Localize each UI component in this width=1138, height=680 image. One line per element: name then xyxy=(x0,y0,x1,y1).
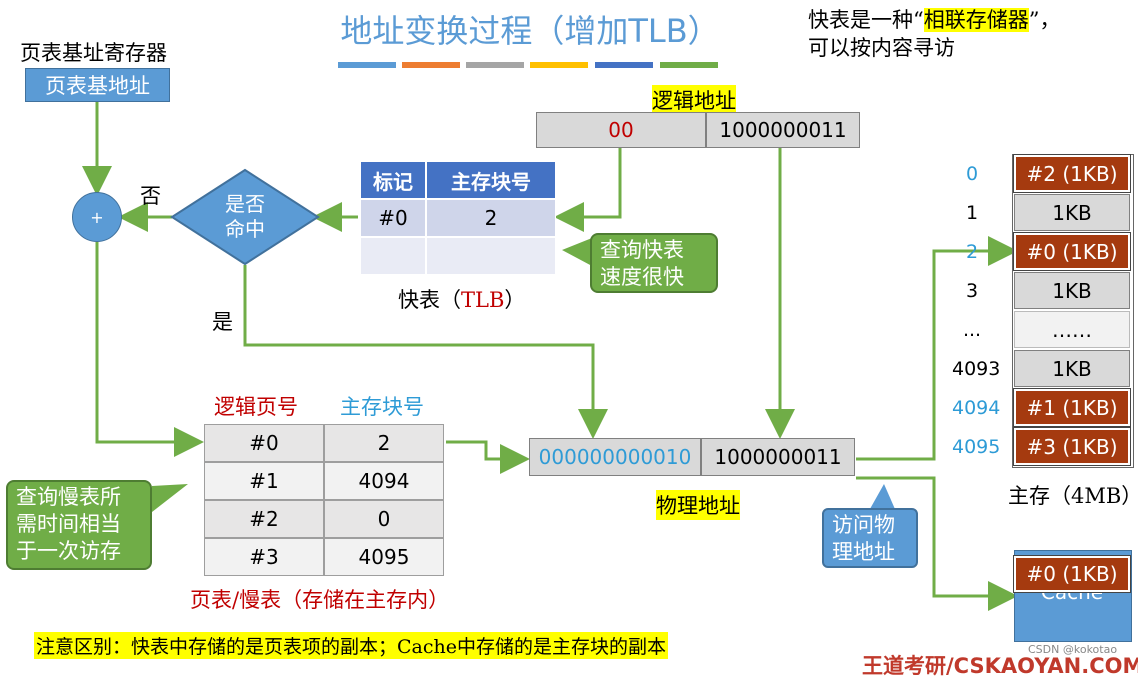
callout-access-physical: 访问物 理地址 xyxy=(822,508,918,568)
tlb-table: 标记 主存块号 #0 2 xyxy=(360,161,556,275)
memory-address: 1 xyxy=(965,202,979,224)
memory-caption: 主存（4MB） xyxy=(1008,484,1138,508)
ptr-label: 页表基址寄存器 xyxy=(20,41,167,65)
title-bar-segment-2 xyxy=(402,62,460,68)
memory-block: #1 (1KB) xyxy=(1013,388,1131,427)
cache-entry: #0 (1KB) xyxy=(1013,555,1131,593)
physical-block-number: 000000000010 xyxy=(529,438,701,476)
adder-circle: + xyxy=(72,192,122,242)
memory-address: 0 xyxy=(965,163,979,185)
page-table-cell: #0 xyxy=(204,424,324,462)
page-table-cell: #2 xyxy=(204,500,324,538)
ptr-value-box: 页表基地址 xyxy=(25,68,170,102)
associative-memory-note: 快表是一种“相联存储器”， 可以按内容寻访 xyxy=(808,8,1061,60)
decision-no-label: 否 xyxy=(140,184,161,208)
logical-page-number: 00 xyxy=(536,112,706,148)
page-table-cell: #1 xyxy=(204,462,324,500)
page-table-caption: 页表/慢表（存储在主存内） xyxy=(190,588,450,612)
decision-text: 是否 命中 xyxy=(225,192,265,241)
callout-tlb-pointer xyxy=(562,238,592,266)
logical-address-label: 逻辑地址 xyxy=(652,85,736,115)
page-table-cell: 4094 xyxy=(324,462,444,500)
title-bar-segment-3 xyxy=(466,62,524,68)
tlb-cell xyxy=(360,237,426,275)
memory-block: #3 (1KB) xyxy=(1013,427,1131,466)
memory-addresses: 0 1 2 3 ... 4093 4094 4095 xyxy=(952,155,1001,467)
tlb-caption: 快表（TLB） xyxy=(398,288,526,312)
logical-offset: 1000000011 xyxy=(706,112,860,148)
title-bar-segment-6 xyxy=(660,62,718,68)
tlb-header-block: 主存块号 xyxy=(426,161,556,199)
page-table-header-right: 主存块号 xyxy=(340,395,424,419)
tlb-cell: #0 xyxy=(360,199,426,237)
physical-offset: 1000000011 xyxy=(701,438,855,476)
page-table-cell: 4095 xyxy=(324,538,444,576)
memory-blocks: #2 (1KB) 1KB #0 (1KB) 1KB …… 1KB #1 (1KB… xyxy=(1013,154,1131,466)
memory-block: #2 (1KB) xyxy=(1013,154,1131,193)
memory-block: #0 (1KB) xyxy=(1013,232,1131,271)
memory-block: …… xyxy=(1014,311,1130,348)
tlb-cell: 2 xyxy=(426,199,556,237)
page-table-cell: #3 xyxy=(204,538,324,576)
tlb-cell xyxy=(426,237,556,275)
callout-slow-table: 查询慢表所 需时间相当 于一次访存 xyxy=(6,480,152,570)
memory-address: 4095 xyxy=(952,436,1001,458)
memory-address: 3 xyxy=(965,280,979,302)
memory-block: 1KB xyxy=(1014,194,1130,231)
memory-block: 1KB xyxy=(1014,350,1130,387)
memory-address: ... xyxy=(962,319,982,341)
title-bar-segment-5 xyxy=(595,62,653,68)
memory-address: 4094 xyxy=(952,397,1001,419)
tlb-header-tag: 标记 xyxy=(360,161,426,199)
callout-slow-pointer xyxy=(152,484,188,512)
memory-address: 4093 xyxy=(952,358,1001,380)
page-table-cell: 0 xyxy=(324,500,444,538)
decision-yes-label: 是 xyxy=(212,310,233,334)
csdn-watermark: CSDN @kokotao xyxy=(1028,643,1118,656)
hit-decision-diamond xyxy=(170,168,320,266)
footer-note: 注意区别：快表中存储的是页表项的副本；Cache中存储的是主存块的副本 xyxy=(34,632,668,659)
page-table: #0 2 #1 4094 #2 0 #3 4095 xyxy=(204,424,444,576)
memory-block: 1KB xyxy=(1014,272,1130,309)
page-table-cell: 2 xyxy=(324,424,444,462)
memory-address: 2 xyxy=(965,241,979,263)
title-bar-segment-4 xyxy=(530,62,588,68)
page-title: 地址变换过程（增加TLB） xyxy=(340,12,720,50)
page-table-header-left: 逻辑页号 xyxy=(214,395,298,419)
callout-tlb-fast: 查询快表 速度很快 xyxy=(590,233,718,293)
physical-address-label: 物理地址 xyxy=(656,490,740,520)
title-bar-segment-1 xyxy=(338,62,396,68)
